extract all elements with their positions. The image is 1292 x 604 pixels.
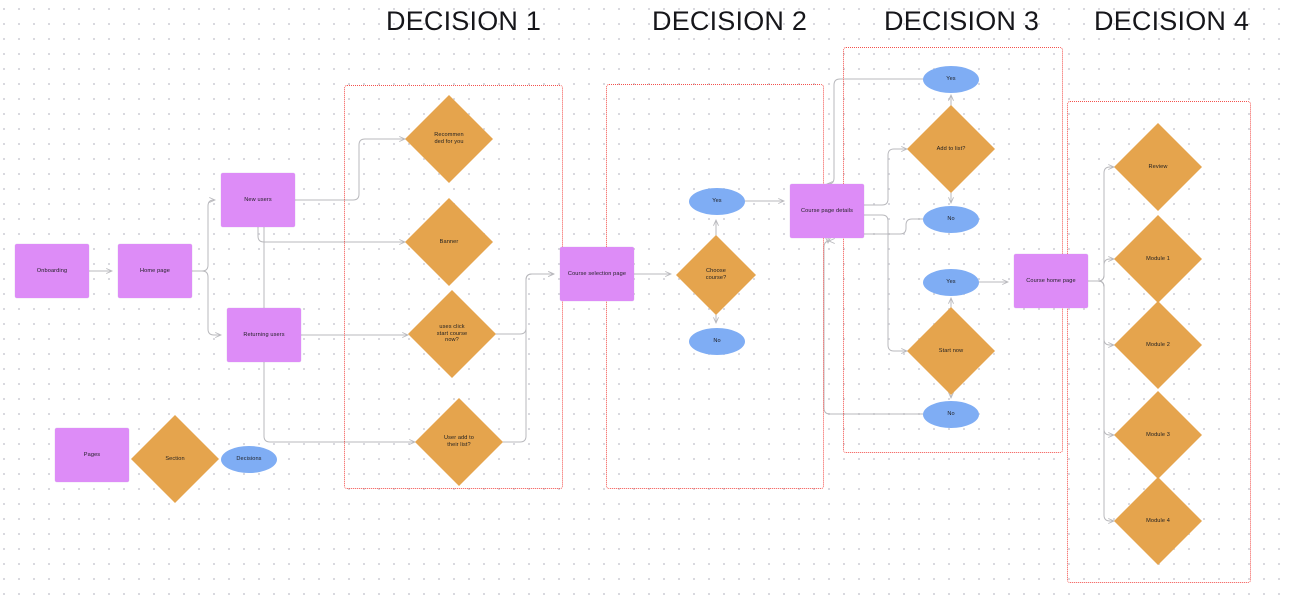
node-course-home-page[interactable]: Course home page <box>1014 254 1088 308</box>
legend-pages-swatch: Pages <box>55 428 129 482</box>
legend-decisions-swatch: Decisions <box>221 446 277 473</box>
group-title-decision-4: DECISION 4 <box>1094 6 1250 36</box>
node-decision2-yes[interactable]: Yes <box>689 188 745 215</box>
group-title-decision-1: DECISION 1 <box>386 6 542 36</box>
group-box-decision-3 <box>843 47 1063 453</box>
node-decision3-yes-start[interactable]: Yes <box>923 269 979 296</box>
group-title-decision-2: DECISION 2 <box>652 6 808 36</box>
node-course-page-details[interactable]: Course page details <box>790 184 864 238</box>
group-title-decision-3: DECISION 3 <box>884 6 1040 36</box>
node-decision3-no-add[interactable]: No <box>923 206 979 233</box>
node-decision3-no-start[interactable]: No <box>923 401 979 428</box>
node-decision2-no[interactable]: No <box>689 328 745 355</box>
node-decision3-yes-add[interactable]: Yes <box>923 66 979 93</box>
node-returning-users[interactable]: Returning users <box>227 308 301 362</box>
legend-section-swatch: Section <box>131 415 219 503</box>
node-home-page[interactable]: Home page <box>118 244 192 298</box>
node-course-selection-page[interactable]: Course selection page <box>560 247 634 301</box>
node-new-users[interactable]: New users <box>221 173 295 227</box>
group-box-decision-4 <box>1067 101 1251 583</box>
node-onboarding[interactable]: Onboarding <box>15 244 89 298</box>
